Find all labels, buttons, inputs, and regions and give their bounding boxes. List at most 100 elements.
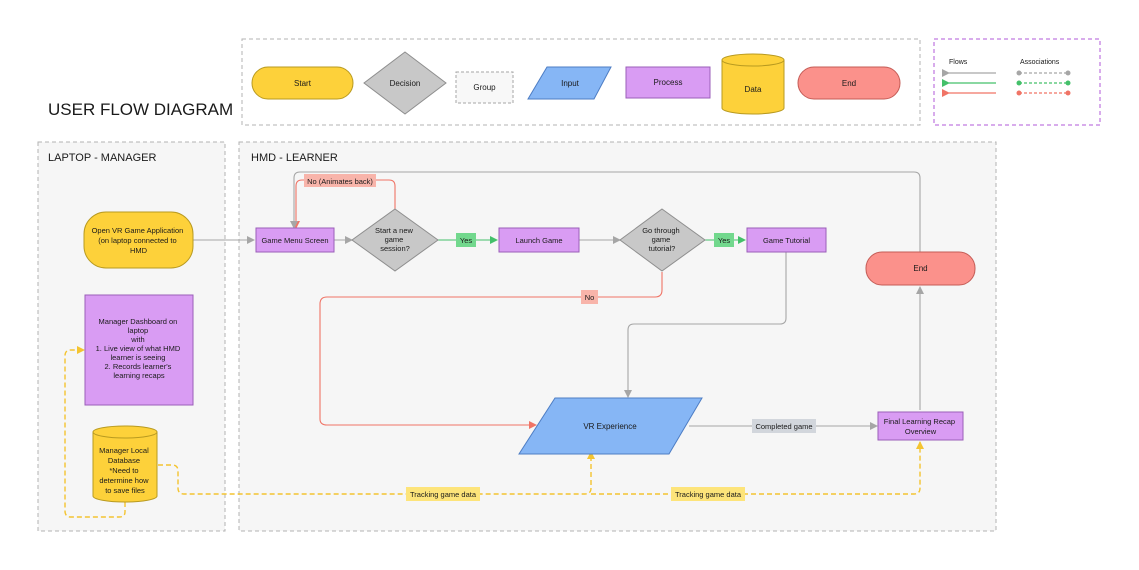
edge-db-to-dashboard [64, 346, 126, 518]
node-tutorial-question: Go through game tutorial? [619, 208, 706, 272]
node-launch-game: Launch Game [498, 227, 580, 253]
label-no-bg [581, 290, 598, 304]
node-end: End [865, 251, 976, 286]
legend-associations-label: Associations [1020, 59, 1060, 66]
node-launch-game-shape [498, 227, 580, 253]
node-tutorial-question-line-3: tutorial? [649, 244, 676, 253]
legend-decision-label: Decision [390, 79, 421, 88]
node-database-shape [92, 425, 158, 503]
node-new-session-line-3: session? [380, 244, 410, 253]
node-vr-experience-text: VR Experience [583, 422, 637, 431]
node-database-shape-top [92, 431, 158, 439]
label-completed: Completed game [755, 422, 812, 431]
node-end-shape [865, 251, 976, 286]
node-dashboard-line-3: with [130, 335, 144, 344]
label-tracking-2-bg [671, 487, 745, 501]
edge-labels: No (Animates back) Yes Yes No Completed … [304, 174, 816, 501]
label-yes-1-bg [456, 233, 476, 247]
node-recap-line-1: Final Learning Recap [884, 417, 955, 426]
node-dashboard-line-1: Manager Dashboard on [99, 317, 178, 326]
node-database-line-2: Database [108, 456, 140, 465]
connectors [64, 171, 924, 518]
node-dashboard-shape [84, 294, 194, 406]
node-open-app: Open VR Game Application (on laptop conn… [83, 211, 194, 269]
node-recap-text: Final Learning Recap Overview [884, 417, 957, 436]
legend-flows-label: Flows [949, 59, 968, 66]
node-dashboard-line-7: learning recaps [113, 371, 165, 380]
node-new-session: Start a new game session? [351, 208, 439, 272]
legend-end-label: End [842, 79, 856, 88]
node-open-app-text: Open VR Game Application (on laptop conn… [92, 226, 186, 255]
legend-lines: Flows Associations [933, 38, 1101, 126]
legend-input-shape [527, 66, 612, 100]
lane-manager-title: LAPTOP - MANAGER [48, 152, 156, 164]
label-no-animates-bg [304, 174, 376, 187]
lane-learner-title: HMD - LEARNER [251, 152, 338, 164]
node-database-line-3: *Need to [109, 466, 138, 475]
label-tracking-2: Tracking game data [675, 490, 742, 499]
label-no-animates: No (Animates back) [307, 177, 373, 186]
node-end-text: End [913, 264, 927, 273]
legend-process-label: Process [654, 78, 683, 87]
node-database-text: Manager Local Database *Need to determin… [99, 446, 151, 495]
node-tutorial-question-shape [619, 208, 706, 272]
edge-db-tracking-vr [158, 451, 595, 495]
node-new-session-line-2: game [385, 235, 404, 244]
legend-group-shape [455, 71, 514, 104]
label-yes-1: Yes [460, 236, 472, 245]
lane-learner [238, 141, 997, 532]
legend-process-shape [625, 66, 711, 99]
node-launch-game-text: Launch Game [515, 236, 562, 245]
legend-shapes: Start Decision Group Input Process Data … [241, 38, 921, 126]
node-open-app-line-3: HMD [130, 246, 148, 255]
node-recap-shape [877, 411, 964, 441]
node-new-session-line-1: Start a new [375, 226, 414, 235]
node-dashboard: Manager Dashboard on laptop with 1. Live… [84, 294, 194, 406]
legend-data-label: Data [745, 85, 762, 94]
node-dashboard-line-6: 2. Records learner's [105, 362, 172, 371]
node-tutorial-question-text: Go through game tutorial? [642, 226, 682, 253]
label-yes-2-bg [714, 233, 734, 247]
node-vr-experience: VR Experience [518, 397, 703, 455]
node-open-app-line-1: Open VR Game Application [92, 226, 184, 235]
node-new-session-shape [351, 208, 439, 272]
label-yes-2: Yes [718, 236, 730, 245]
edge-tutorial-to-vr [624, 252, 787, 398]
node-dashboard-line-2: laptop [128, 326, 148, 335]
node-dashboard-line-5: learner is seeing [110, 353, 165, 362]
node-dashboard-text: Manager Dashboard on laptop with 1. Live… [96, 317, 183, 380]
node-database-line-1: Manager Local [99, 446, 149, 455]
edge-end-to-menu [290, 171, 921, 252]
node-game-menu: Game Menu Screen [255, 227, 335, 253]
legend-group-label: Group [473, 83, 496, 92]
label-completed-bg [752, 419, 816, 433]
legend-lines-frame [933, 38, 1101, 126]
node-database: Manager Local Database *Need to determin… [92, 425, 158, 503]
label-tracking-1: Tracking game data [410, 490, 477, 499]
legend-data-shape-top [721, 59, 785, 67]
edge-tutorial-no [319, 272, 663, 429]
node-open-app-shape [83, 211, 194, 269]
label-no: No [585, 293, 595, 302]
node-new-session-text: Start a new game session? [375, 226, 415, 253]
node-game-tutorial-shape [746, 227, 827, 253]
diagram-title: USER FLOW DIAGRAM [48, 100, 233, 119]
legend-input-label: Input [561, 79, 580, 88]
label-tracking-1-bg [406, 487, 480, 501]
node-open-app-line-2: (on laptop connected to [98, 236, 176, 245]
node-recap: Final Learning Recap Overview [877, 411, 964, 441]
edge-db-tracking-recap [591, 441, 924, 495]
node-game-menu-shape [255, 227, 335, 253]
legend-shapes-frame [241, 38, 921, 126]
node-database-line-5: to save files [105, 486, 145, 495]
legend-start-shape [251, 66, 354, 100]
legend-data-shape [721, 53, 785, 115]
node-dashboard-line-4: 1. Live view of what HMD [96, 344, 181, 353]
node-game-tutorial-text: Game Tutorial [763, 236, 810, 245]
node-game-tutorial: Game Tutorial [746, 227, 827, 253]
node-game-menu-text: Game Menu Screen [261, 236, 328, 245]
node-recap-line-2: Overview [905, 427, 937, 436]
node-tutorial-question-line-1: Go through [642, 226, 680, 235]
legend-end-shape [797, 66, 901, 100]
